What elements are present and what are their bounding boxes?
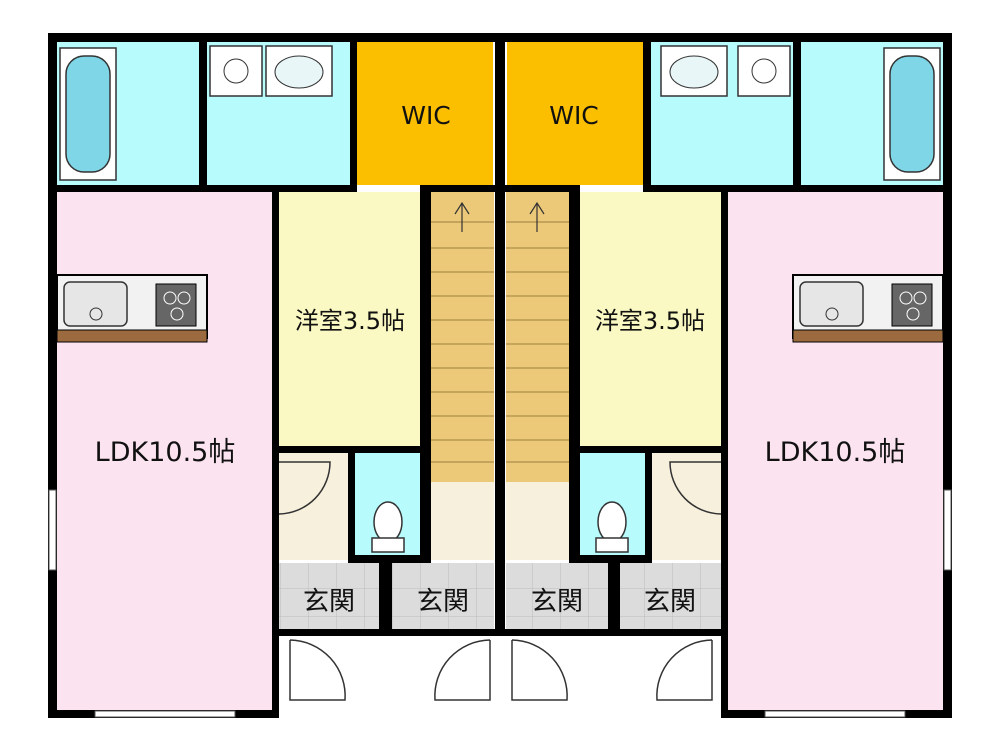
genkan-4 (620, 563, 721, 629)
kitchen-sink-icon (63, 281, 128, 327)
wic-right (507, 42, 644, 185)
sink-icon (265, 45, 728, 97)
western-room-right (580, 192, 721, 446)
toilet-icon (371, 501, 629, 553)
stairs-right (506, 192, 569, 482)
door-swing-icon (278, 461, 722, 701)
washing-machine-icon (209, 45, 791, 97)
western-room-left (279, 192, 420, 446)
room-label-genkan-4: 玄関 (644, 587, 696, 617)
room-label-genkan-2: 玄関 (417, 587, 469, 617)
kitchen-right (792, 274, 944, 343)
stairs-left (431, 192, 494, 482)
hall-right (506, 482, 569, 560)
room-label-genkan-1: 玄関 (303, 587, 355, 617)
windows (48, 489, 952, 718)
kitchen-left (56, 274, 208, 343)
wic-left (357, 42, 493, 185)
bathtub-icon (59, 47, 117, 181)
room-label-western-left: 洋室3.5帖 (295, 307, 405, 335)
room-label-wic-left: WIC (401, 101, 451, 130)
room-label-ldk-right: LDK10.5帖 (765, 437, 906, 468)
hall-left (431, 482, 494, 560)
bathtub-icon (883, 47, 941, 181)
walls (48, 33, 952, 718)
stove-icon (155, 283, 197, 327)
room-label-genkan-3: 玄関 (531, 587, 583, 617)
kitchen-sink-icon (799, 281, 864, 327)
stove-icon (891, 283, 933, 327)
entry-hall-right (651, 452, 721, 560)
genkan-2 (392, 563, 494, 629)
genkan-1 (279, 563, 379, 629)
stairs-arrow-icon (454, 201, 545, 232)
room-label-western-right: 洋室3.5帖 (595, 307, 705, 335)
room-label-wic-right: WIC (549, 101, 599, 130)
room-label-ldk-left: LDK10.5帖 (95, 437, 236, 468)
entry-hall-left (279, 452, 349, 560)
genkan-3 (506, 563, 608, 629)
